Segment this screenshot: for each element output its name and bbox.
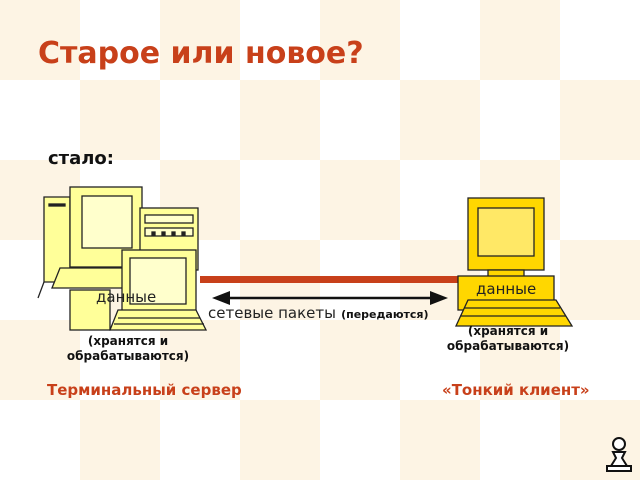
checker-cell [400, 320, 480, 400]
checker-cell [160, 80, 240, 160]
checker-cell [80, 0, 160, 80]
checker-cell [80, 400, 160, 480]
checker-cell [560, 240, 640, 320]
network-label-main: сетевые пакеты [208, 304, 336, 322]
checker-cell [480, 80, 560, 160]
network-arrow [212, 291, 448, 305]
chess-pawn-icon [606, 437, 632, 472]
checker-cell [80, 80, 160, 160]
right-note-line2: обрабатываются) [446, 339, 570, 353]
checker-cell [240, 400, 320, 480]
checker-cell [400, 400, 480, 480]
right-data-label: данные [476, 280, 537, 298]
checker-cell [400, 0, 480, 80]
server-computers-icon [37, 186, 208, 331]
checker-cell [480, 400, 560, 480]
checker-cell [560, 0, 640, 80]
checker-cell [160, 400, 240, 480]
checker-cell [0, 400, 80, 480]
right-data-note: (хранятся и обрабатываются) [438, 324, 578, 354]
subtitle: стало: [48, 148, 114, 169]
left-data-note: (хранятся и обрабатываются) [58, 334, 198, 364]
checker-cell [400, 80, 480, 160]
left-data-label: данные [96, 288, 157, 306]
checker-cell [320, 400, 400, 480]
checker-cell [160, 320, 240, 400]
checker-cell [0, 80, 80, 160]
checker-cell [0, 0, 80, 80]
checker-cell [480, 320, 560, 400]
checker-cell [240, 0, 320, 80]
checker-cell [560, 320, 640, 400]
checker-cell [560, 160, 640, 240]
checker-cell [240, 160, 320, 240]
network-label-small: (передаются) [341, 308, 429, 321]
network-link-line [200, 276, 462, 283]
checker-cell [320, 80, 400, 160]
checker-cell [320, 320, 400, 400]
checker-cell [560, 80, 640, 160]
right-caption: «Тонкий клиент» [442, 381, 590, 399]
checker-cell [320, 0, 400, 80]
checker-cell [480, 0, 560, 80]
checker-cell [0, 320, 80, 400]
left-caption: Терминальный сервер [47, 381, 242, 399]
checker-cell [400, 160, 480, 240]
thin-client-computer-icon [454, 197, 574, 327]
checker-cell [240, 320, 320, 400]
page-title: Старое или новое? [38, 36, 364, 71]
right-note-line1: (хранятся и [467, 324, 549, 338]
network-label: сетевые пакеты (передаются) [208, 303, 429, 322]
checker-cell [240, 80, 320, 160]
left-note-line2: обрабатываются) [66, 349, 190, 363]
checker-cell [80, 320, 160, 400]
checker-cell [160, 0, 240, 80]
checker-cell [320, 160, 400, 240]
left-note-line1: (хранятся и [87, 334, 169, 348]
